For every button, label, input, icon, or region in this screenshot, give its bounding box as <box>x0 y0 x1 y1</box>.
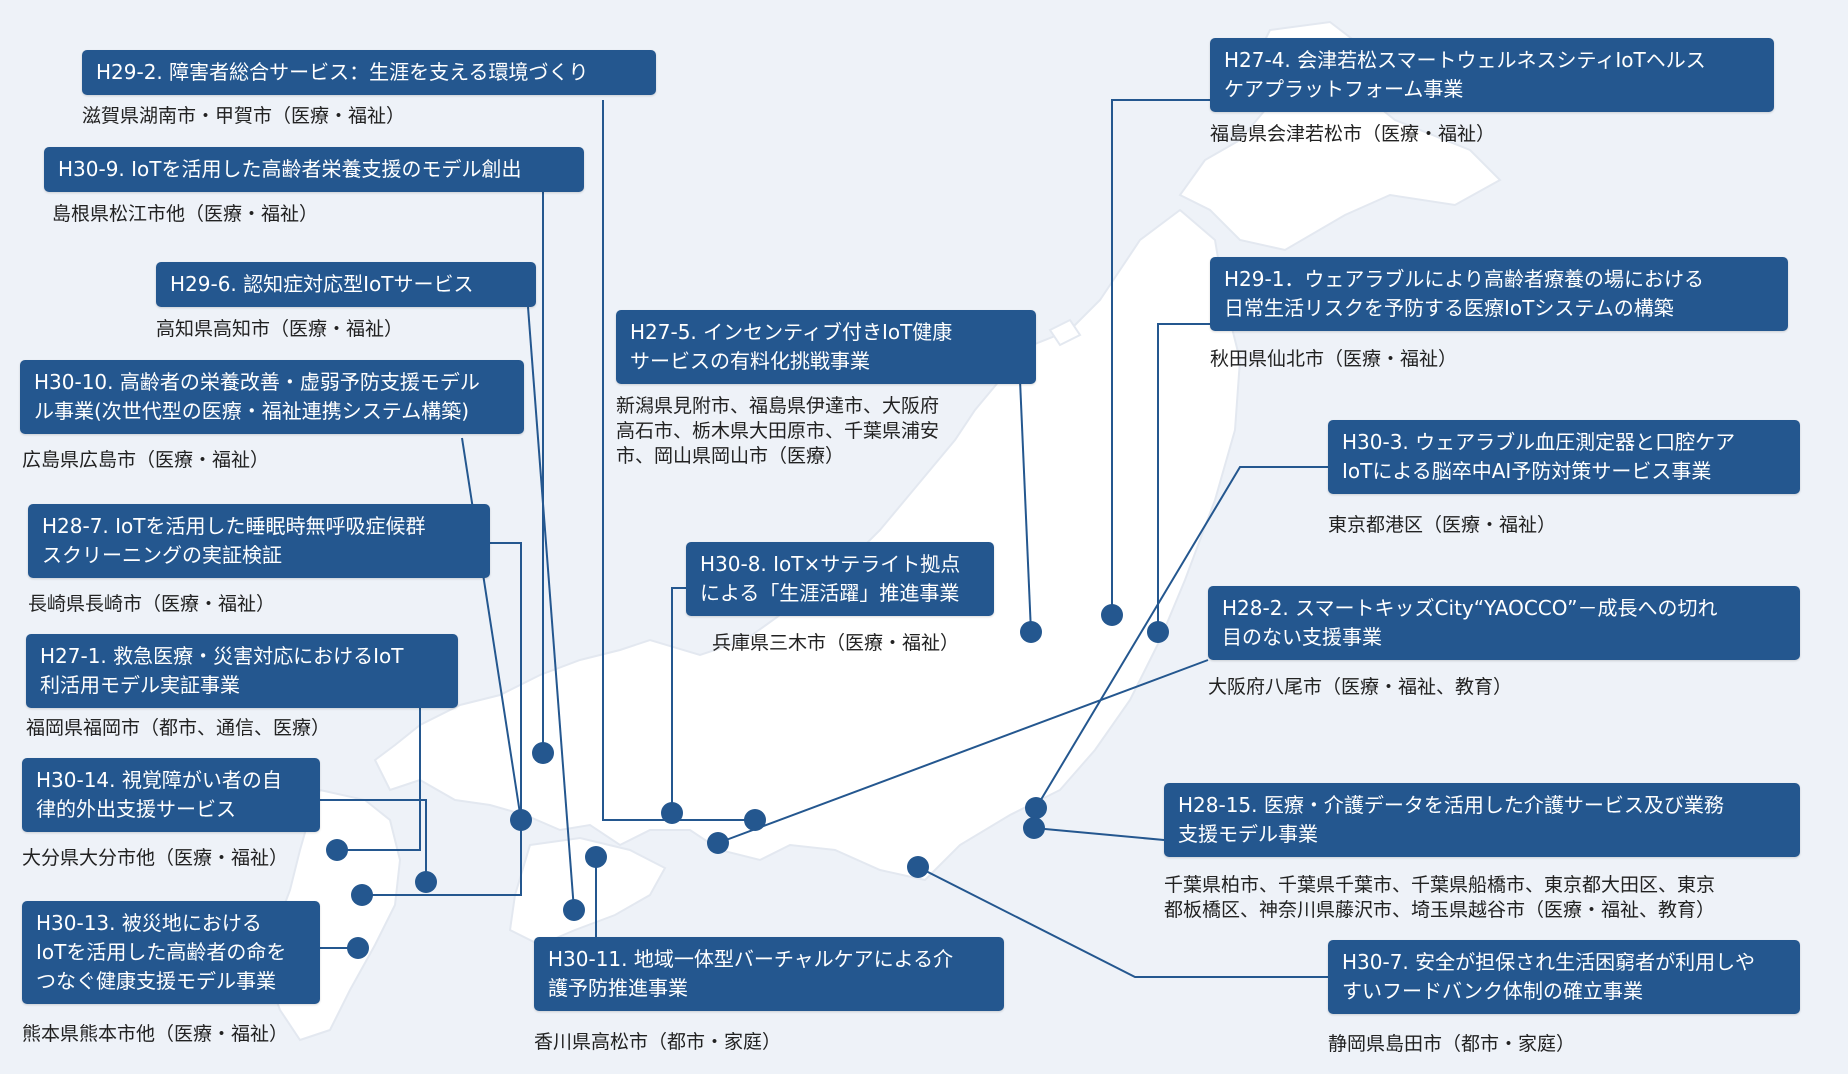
location-marker-h30-13[interactable] <box>347 937 369 959</box>
location-marker-h30-8[interactable] <box>661 802 683 824</box>
location-label-h30-9: 島根県松江市他（医療・福祉） <box>52 203 319 225</box>
connector-line-h28-2 <box>717 659 1209 844</box>
location-label-h27-1: 福岡県福岡市（都市、通信、医療） <box>26 717 331 739</box>
location-marker-h29-2[interactable] <box>744 809 766 831</box>
location-label-h30-8: 兵庫県三木市（医療・福祉） <box>712 632 960 654</box>
project-box-h28-7[interactable]: H28-7. IoTを活用した睡眠時無呼吸症候群 スクリーニングの実証検証 <box>28 504 490 578</box>
connector-line-h30-10 <box>461 437 522 821</box>
connector-line-h29-1 <box>1157 323 1210 632</box>
connector-line-h29-6 <box>527 306 575 911</box>
project-box-h27-5[interactable]: H27-5. インセンティブ付きIoT健康 サービスの有料化挑戦事業 <box>616 310 1036 384</box>
sado-island <box>1048 318 1082 347</box>
project-box-h28-2[interactable]: H28-2. スマートキッズCity“YAOCCO”－成長への切れ 目のない支援… <box>1208 586 1800 660</box>
location-label-h28-15: 千葉県柏市、千葉県千葉市、千葉県船橋市、東京都大田区、東京 都板橋区、神奈川県藤… <box>1164 874 1716 921</box>
location-label-h27-5: 新潟県見附市、福島県伊達市、大阪府 高石市、栃木県大田原市、千葉県浦安 市、岡山… <box>616 395 940 467</box>
project-box-h27-1[interactable]: H27-1. 救急医療・災害対応におけるIoT 利活用モデル実証事業 <box>26 634 458 708</box>
connector-line-h29-2 <box>602 100 755 821</box>
location-marker-h28-15[interactable] <box>1023 817 1045 839</box>
location-label-h30-11: 香川県高松市（都市・家庭） <box>534 1031 782 1053</box>
project-box-h30-8[interactable]: H30-8. IoT×サテライト拠点 による「生涯活躍」推進事業 <box>686 542 994 616</box>
project-box-h29-2[interactable]: H29-2. 障害者総合サービス：生涯を支える環境づくり <box>82 50 656 95</box>
location-label-h29-2: 滋賀県湖南市・甲賀市（医療・福祉） <box>82 105 406 127</box>
location-marker-h30-14[interactable] <box>415 871 437 893</box>
location-marker-h30-3[interactable] <box>1025 797 1047 819</box>
location-marker-h27-4[interactable] <box>1101 604 1123 626</box>
location-marker-h30-7[interactable] <box>907 856 929 878</box>
project-box-h30-7[interactable]: H30-7. 安全が担保され生活困窮者が利用しや すいフードバンク体制の確立事業 <box>1328 940 1800 1014</box>
location-label-h29-1: 秋田県仙北市（医療・福祉） <box>1210 348 1458 370</box>
location-label-h30-3: 東京都港区（医療・福祉） <box>1328 514 1557 536</box>
connector-line-h27-1 <box>337 705 421 851</box>
project-box-h30-13[interactable]: H30-13. 被災地における IoTを活用した高齢者の命を つなぐ健康支援モデ… <box>22 901 320 1004</box>
project-box-h29-1[interactable]: H29-1．ウェアラブルにより高齢者療養の場における 日常生活リスクを予防する医… <box>1210 257 1788 331</box>
location-label-h28-2: 大阪府八尾市（医療・福祉、教育） <box>1208 676 1513 698</box>
location-marker-h29-1[interactable] <box>1147 621 1169 643</box>
connector-line-h30-8 <box>671 587 686 813</box>
project-box-h30-10[interactable]: H30-10. 高齢者の栄養改善・虚弱予防支援モデル ル事業(次世代型の医療・福… <box>20 360 524 434</box>
location-marker-h30-11[interactable] <box>585 846 607 868</box>
connector-line-h27-5 <box>1019 379 1032 633</box>
project-box-h29-6[interactable]: H29-6. 認知症対応型IoTサービス <box>156 262 536 307</box>
location-label-h27-4: 福島県会津若松市（医療・福祉） <box>1210 123 1496 145</box>
connector-line-h28-15 <box>1033 827 1165 841</box>
location-label-h30-10: 広島県広島市（医療・福祉） <box>22 449 270 471</box>
shikoku-island <box>508 836 667 947</box>
location-marker-h27-1[interactable] <box>326 839 348 861</box>
location-marker-h28-7[interactable] <box>351 884 373 906</box>
project-box-h30-3[interactable]: H30-3. ウェアラブル血圧測定器と口腔ケア IoTによる脳卒中AI予防対策サ… <box>1328 420 1800 494</box>
project-box-h27-4[interactable]: H27-4. 会津若松スマートウェルネスシティIoTヘルス ケアプラットフォーム… <box>1210 38 1774 112</box>
location-marker-h30-10[interactable] <box>510 809 532 831</box>
location-label-h28-7: 長崎県長崎市（医療・福祉） <box>28 593 276 615</box>
project-box-h30-11[interactable]: H30-11. 地域一体型バーチャルケアによる介 護予防推進事業 <box>534 937 1004 1011</box>
connector-line-h30-7 <box>917 866 1328 978</box>
connector-line-h30-14 <box>320 799 427 882</box>
project-box-h28-15[interactable]: H28-15. 医療・介護データを活用した介護サービス及び業務 支援モデル事業 <box>1164 783 1800 857</box>
location-marker-h29-6[interactable] <box>563 899 585 921</box>
connector-line-h30-3 <box>1035 466 1328 809</box>
location-marker-h27-5[interactable] <box>1020 621 1042 643</box>
location-marker-h28-2[interactable] <box>707 832 729 854</box>
location-label-h29-6: 高知県高知市（医療・福祉） <box>156 318 404 340</box>
location-label-h30-13: 熊本県熊本市他（医療・福祉） <box>22 1023 289 1045</box>
connector-line-h27-4 <box>1111 99 1210 615</box>
location-marker-h30-9[interactable] <box>532 742 554 764</box>
project-box-h30-14[interactable]: H30-14. 視覚障がい者の自 律的外出支援サービス <box>22 758 320 832</box>
location-label-h30-7: 静岡県島田市（都市・家庭） <box>1328 1033 1576 1055</box>
connector-line-h28-7 <box>362 542 522 896</box>
project-box-h30-9[interactable]: H30-9. IoTを活用した高齢者栄養支援のモデル創出 <box>44 147 584 192</box>
location-label-h30-14: 大分県大分市他（医療・福祉） <box>22 847 289 869</box>
location-markers <box>326 604 1169 959</box>
connector-lines <box>320 99 1328 978</box>
